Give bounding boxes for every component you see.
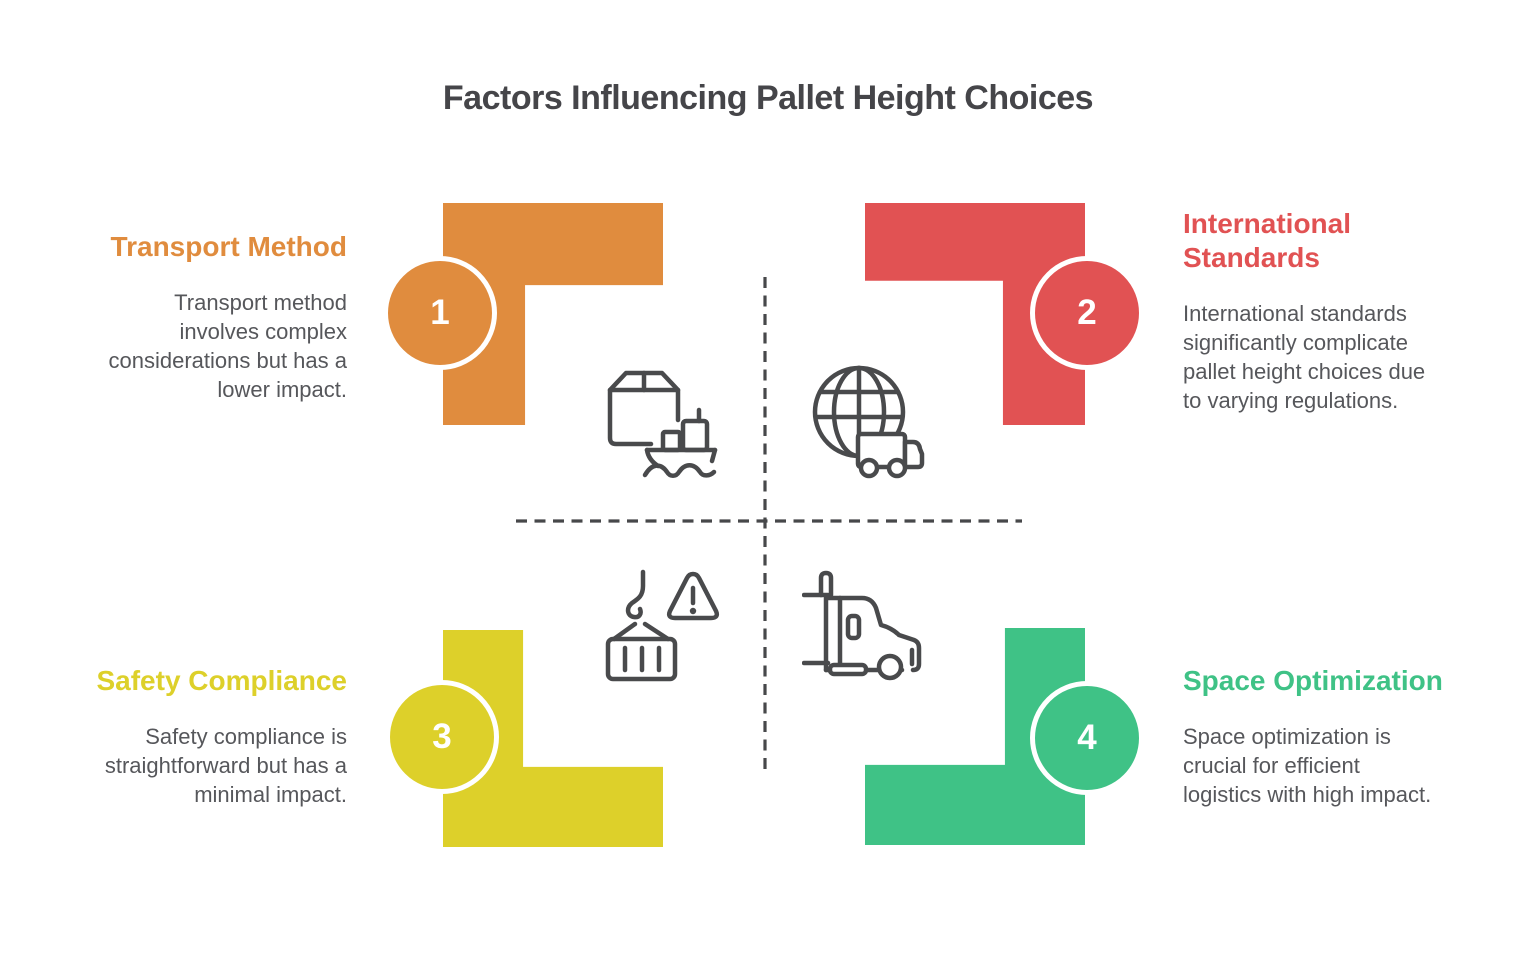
step-number-badge-4: 4 [1030, 681, 1144, 795]
quadrant-description: Safety compliance is straightforward but… [104, 724, 347, 807]
quadrant-text-safety-compliance: Safety Compliance Safety compliance is s… [7, 664, 347, 809]
quadrant-description: International standards significantly co… [1183, 301, 1426, 413]
quadrant-heading: Space Optimization [1183, 665, 1443, 696]
step-number-2: 2 [1077, 293, 1097, 332]
quadrant-heading: International Standards [1183, 208, 1352, 273]
step-number-4: 4 [1077, 718, 1097, 757]
step-number-badge-2: 2 [1030, 256, 1144, 370]
quadrant-text-international-standards: International Standards International st… [1183, 207, 1523, 415]
semi-truck-icon [802, 570, 922, 681]
globe-truck-icon [812, 365, 925, 479]
step-number-badge-3: 3 [385, 680, 499, 794]
step-number-3: 3 [432, 717, 452, 756]
step-number-1: 1 [430, 293, 450, 332]
quadrant-text-space-optimization: Space Optimization Space optimization is… [1183, 664, 1523, 809]
quadrant-heading: Transport Method [110, 231, 347, 262]
step-number-badge-1: 1 [383, 256, 497, 370]
page-title: Factors Influencing Pallet Height Choice… [442, 79, 1094, 117]
package-ship-icon [607, 370, 718, 478]
quadrant-description: Space optimization is crucial for effici… [1183, 724, 1432, 807]
crane-container-warning-icon [605, 569, 720, 682]
quadrant-description: Transport method involves complex consid… [108, 290, 348, 402]
quadrant-heading: Safety Compliance [96, 665, 347, 696]
quadrant-text-transport-method: Transport Method Transport method involv… [7, 230, 348, 404]
